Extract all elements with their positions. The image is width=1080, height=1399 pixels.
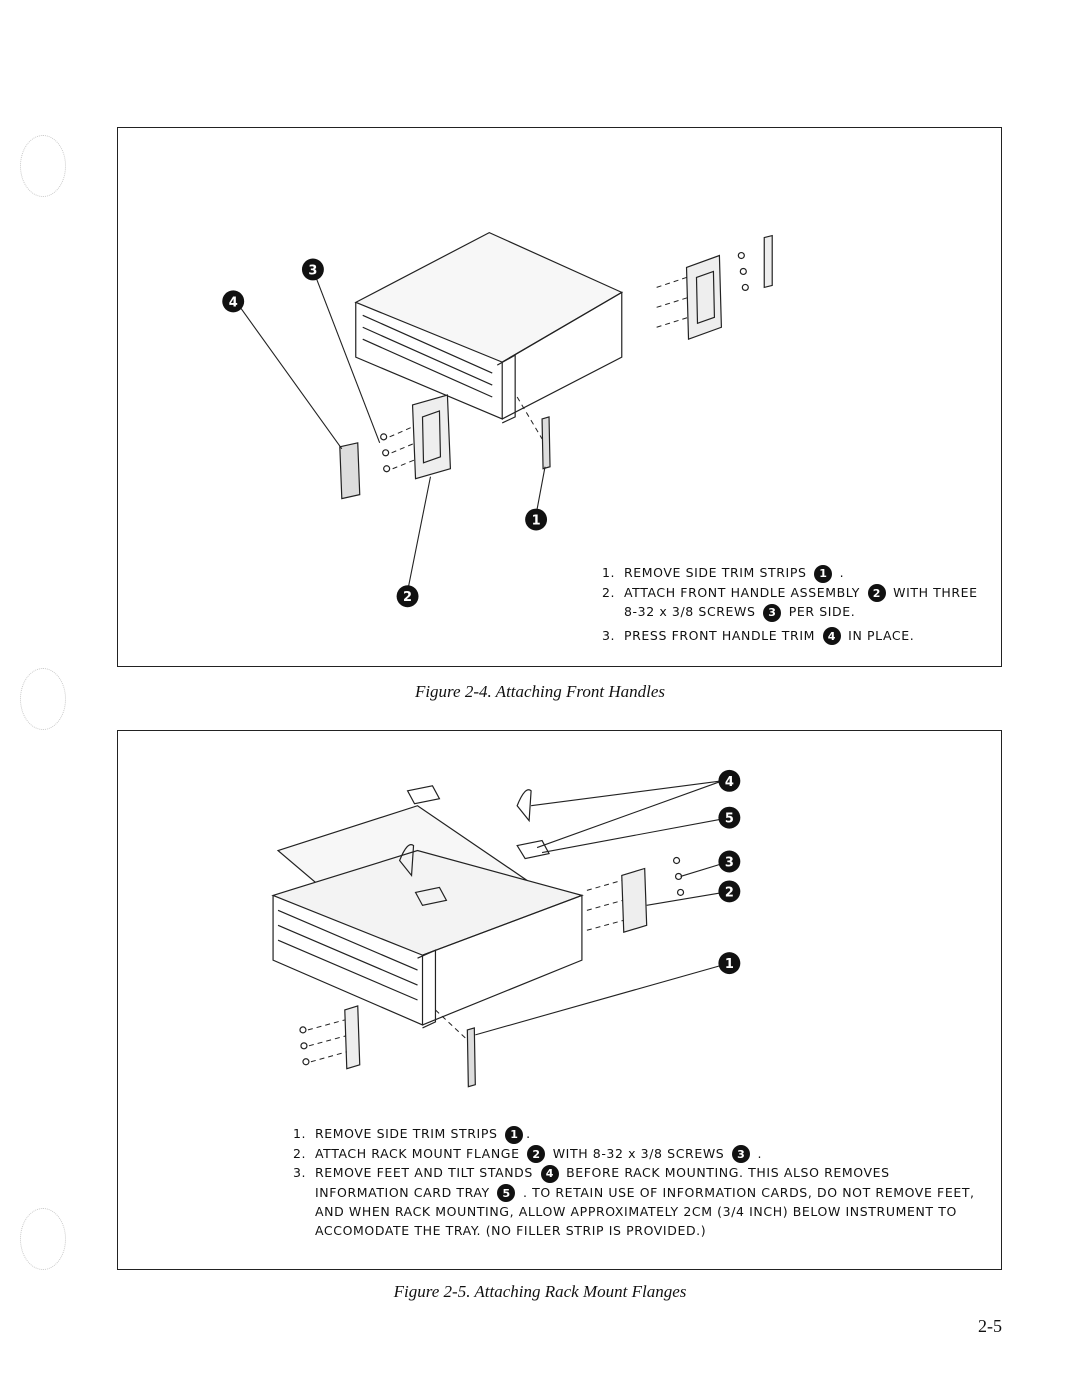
callout-badges: 3 4 1 2 — [222, 258, 548, 608]
step-text-segment: . TO RETAIN USE OF INFORMATION CARDS, DO… — [315, 1184, 975, 1239]
callout-badge: 5 — [497, 1184, 516, 1202]
front-handles-illustration: 3 4 1 2 — [222, 231, 773, 608]
step-text-segment: REMOVE SIDE TRIM STRIPS — [315, 1126, 503, 1141]
step-text: REMOVE FEET AND TILT STANDS 4 BEFORE RAC… — [315, 1163, 983, 1240]
step-text-segment: WITH THREE 8-32 x 3/8 SCREWS — [624, 584, 978, 620]
page-number: 2-5 — [978, 1316, 1002, 1336]
step-text: REMOVE SIDE TRIM STRIPS 1 . — [624, 563, 844, 583]
step-number: 3. — [602, 627, 616, 643]
step-text-segment: REMOVE SIDE TRIM STRIPS — [624, 565, 812, 580]
punch-hole — [20, 668, 66, 730]
step-text-segment: . — [526, 1126, 531, 1141]
figure-2-5-caption: Figure 2-5. Attaching Rack Mount Flanges — [393, 1282, 687, 1301]
callout-label: 3 — [725, 855, 734, 870]
callout-label: 4 — [725, 775, 734, 790]
step-text-segment: ATTACH RACK MOUNT FLANGE — [315, 1145, 525, 1161]
step-text-segment: . — [752, 1145, 763, 1161]
figure-2-4-caption: Figure 2-4. Attaching Front Handles — [414, 682, 666, 701]
step-text-segment: BEFORE RACK MOUNTING. THIS ALSO REMOVES … — [315, 1165, 890, 1200]
step-item: 3. REMOVE FEET AND TILT STANDS 4 BEFORE R… — [293, 1163, 983, 1240]
callout-label: 1 — [532, 514, 541, 529]
callout-label: 3 — [308, 263, 317, 278]
step-number: 1. — [293, 1126, 307, 1141]
rack-mount-flanges-illustration: 4 5 3 2 1 — [271, 769, 741, 1088]
step-text-segment: WITH 8-32 x 3/8 SCREWS — [548, 1145, 729, 1161]
step-number: 1. — [602, 565, 616, 580]
callout-badge: 1 — [505, 1125, 524, 1144]
callout-label: 2 — [725, 885, 734, 900]
figure-2-5-steps: 1.REMOVE SIDE TRIM STRIPS 1.2.ATTACH RAC… — [293, 1124, 983, 1240]
step-item: 3. PRESS FRONT HANDLE TRIM 4 IN PLACE. — [602, 626, 992, 645]
step-number: 2. — [602, 584, 616, 600]
callout-badge: 2 — [527, 1145, 546, 1163]
step-text-segment: PER SIDE. — [784, 604, 856, 619]
callout-badges: 4 5 3 2 1 — [718, 769, 741, 975]
punch-hole — [20, 1208, 66, 1270]
callout-label: 2 — [403, 590, 412, 605]
figure-2-4-frame: 3 4 1 2 1.REMOVE SIDE TRIM STRIPS 1 .2.A… — [117, 127, 1002, 667]
step-text-segment: REMOVE FEET AND TILT STANDS — [315, 1165, 538, 1180]
callout-badge: 3 — [763, 603, 782, 622]
step-item: 1.REMOVE SIDE TRIM STRIPS 1. — [293, 1124, 983, 1144]
callout-badge: 4 — [822, 627, 841, 645]
step-item: 2.ATTACH RACK MOUNT FLANGE 2 WITH 8-32 x… — [293, 1144, 983, 1163]
callout-badge: 4 — [540, 1164, 559, 1183]
step-text: REMOVE SIDE TRIM STRIPS 1. — [315, 1124, 531, 1144]
step-item: 2. ATTACH FRONT HANDLE ASSEMBLY 2 WITH TH… — [602, 583, 992, 622]
callout-label: 4 — [229, 295, 238, 310]
callout-badge: 1 — [814, 564, 833, 583]
figure-2-4-steps: 1.REMOVE SIDE TRIM STRIPS 1 .2.ATTACH FR… — [602, 563, 992, 645]
step-text: PRESS FRONT HANDLE TRIM 4 IN PLACE. — [624, 626, 915, 645]
step-text-segment: IN PLACE. — [843, 627, 915, 643]
punch-hole — [20, 135, 66, 197]
callout-badge: 3 — [731, 1145, 750, 1163]
step-text: ATTACH RACK MOUNT FLANGE 2 WITH 8-32 x 3… — [315, 1144, 763, 1163]
step-number: 2. — [293, 1145, 307, 1161]
step-text-segment: PRESS FRONT HANDLE TRIM — [624, 627, 820, 643]
callout-label: 5 — [725, 812, 734, 827]
step-number: 3. — [293, 1165, 307, 1180]
step-text: ATTACH FRONT HANDLE ASSEMBLY 2 WITH THRE… — [624, 583, 992, 622]
callout-label: 1 — [725, 957, 734, 972]
callout-badge: 2 — [867, 584, 886, 602]
step-text-segment: ATTACH FRONT HANDLE ASSEMBLY — [624, 584, 865, 600]
step-item: 1.REMOVE SIDE TRIM STRIPS 1 . — [602, 563, 992, 583]
step-text-segment: . — [835, 565, 845, 580]
figure-2-5-frame: 4 5 3 2 1 1.REMOVE SIDE TRIM STRIPS 1.2.… — [117, 730, 1002, 1270]
